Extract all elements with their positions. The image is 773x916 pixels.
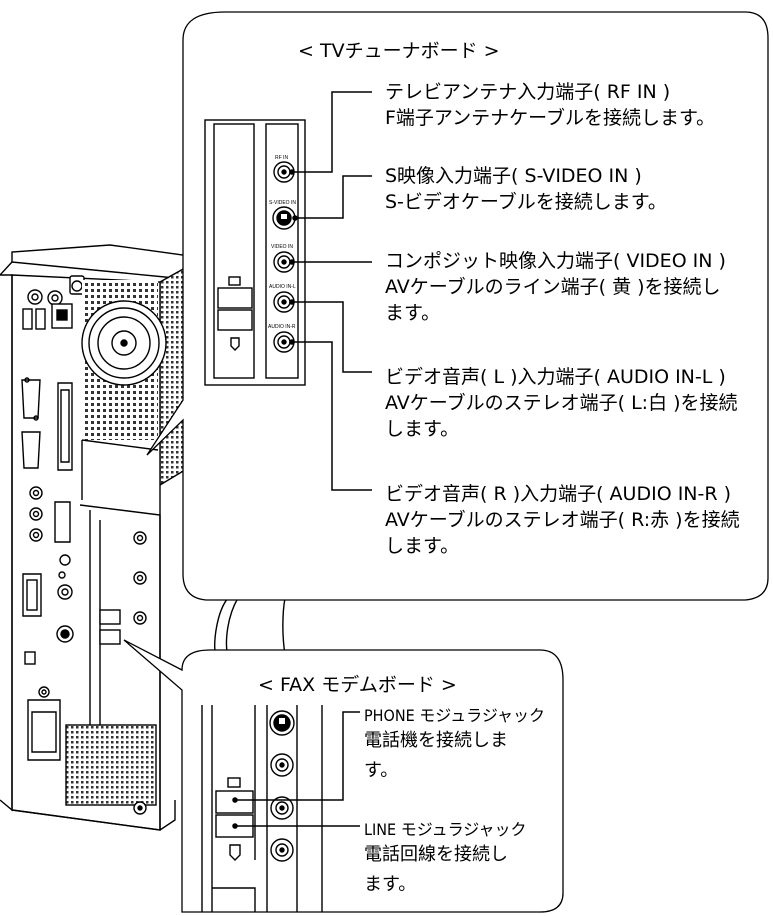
callout-line: します。 <box>385 418 460 440</box>
callout-video-in: コンポジット映像入力端子( VIDEO IN ) AVケーブルのライン端子( 黄… <box>385 248 726 326</box>
callout-line: AVケーブルのステレオ端子( L:白 )を接続 <box>385 392 738 414</box>
line-jack-description: 電話回線を接続し ます。 <box>364 840 508 900</box>
callout-audio-in-l: ビデオ音声( L )入力端子( AUDIO IN-L ) AVケーブルのステレオ… <box>385 364 738 442</box>
callout-line: ます。 <box>385 302 441 324</box>
callout-line: します。 <box>385 535 460 557</box>
callout-line: す。 <box>364 760 399 781</box>
callout-line: ビデオ音声( L )入力端子( AUDIO IN-L ) <box>385 366 726 388</box>
tv-tuner-board-panel <box>204 119 306 386</box>
callout-line: AVケーブルのライン端子( 黄 )を接続し <box>385 276 721 298</box>
fax-leader-lines <box>232 711 360 829</box>
phone-jack-name: PHONE モジュラジャック <box>364 706 546 725</box>
callout-line: ます。 <box>364 874 417 895</box>
callout-line: F端子アンテナケーブルを接続します。 <box>385 107 716 129</box>
pc-tower <box>0 244 287 831</box>
callout-line: S-ビデオケーブルを接続します。 <box>385 191 667 213</box>
tv-tuner-board-title: < TVチューナボード > <box>298 40 500 62</box>
tv-leader-lines <box>289 91 372 491</box>
callout-line: ビデオ音声( R )入力端子( AUDIO IN-R ) <box>385 483 732 505</box>
callout-line: コンポジット映像入力端子( VIDEO IN ) <box>385 250 726 272</box>
callout-line: 電話回線を接続し <box>364 844 508 865</box>
callout-rf-in: テレビアンテナ入力端子( RF IN ) F端子アンテナケーブルを接続します。 <box>385 79 715 131</box>
callout-line: AVケーブルのステレオ端子( R:赤 )を接続 <box>385 509 740 531</box>
port-label-rf-in: RF IN <box>275 155 289 161</box>
fax-modem-board-title: < FAX モデムボード > <box>258 674 457 696</box>
port-label-audio-in-r: AUDIO IN-R <box>268 324 296 330</box>
phone-jack-description: 電話機を接続しま す。 <box>364 726 508 786</box>
port-label-audio-in-l: AUDIO IN-L <box>269 284 296 290</box>
callout-audio-in-r: ビデオ音声( R )入力端子( AUDIO IN-R ) AVケーブルのステレオ… <box>385 481 740 559</box>
callout-line: 電話機を接続しま <box>364 730 508 751</box>
callout-line: テレビアンテナ入力端子( RF IN ) <box>385 81 671 103</box>
callout-s-video-in: S映像入力端子( S-VIDEO IN ) S-ビデオケーブルを接続します。 <box>385 163 667 215</box>
port-label-video-in: VIDEO IN <box>271 244 293 250</box>
callout-line: S映像入力端子( S-VIDEO IN ) <box>385 165 642 187</box>
port-label-s-video-in: S-VIDEO IN <box>269 200 296 206</box>
line-jack-name: LINE モジュラジャック <box>364 820 527 839</box>
